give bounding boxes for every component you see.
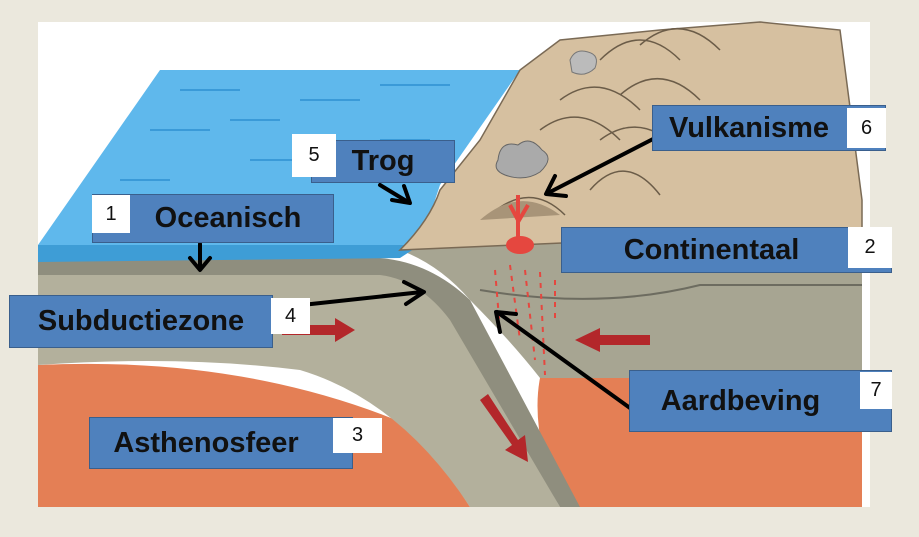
motion-arrows xyxy=(282,318,650,462)
magma-conduit xyxy=(508,195,530,240)
label-vulkanisme-text: Vulkanisme xyxy=(668,111,830,144)
label-asthenosfeer: Asthenosfeer xyxy=(89,417,353,469)
number-trog: 5 xyxy=(292,134,336,177)
magma-chamber xyxy=(506,236,534,254)
number-oceanisch: 1 xyxy=(92,195,130,233)
ash-cloud-icon xyxy=(495,140,549,179)
pointer-arrows xyxy=(188,136,657,410)
number-aardbeving: 7 xyxy=(860,372,892,409)
number-continentaal: 2 xyxy=(848,227,892,268)
number-asthenosfeer: 3 xyxy=(333,418,382,453)
label-subductiezone: Subductiezone xyxy=(9,295,273,348)
label-subductiezone-text: Subductiezone xyxy=(37,305,245,337)
label-oceanisch: Oceanisch xyxy=(92,194,334,243)
label-asthenosfeer-text: Asthenosfeer xyxy=(113,426,299,459)
label-aardbeving-text: Aardbeving xyxy=(660,384,821,417)
label-aardbeving: Aardbeving xyxy=(629,370,892,432)
label-continentaal-text: Continentaal xyxy=(623,233,800,266)
label-trog-text: Trog xyxy=(351,145,415,177)
label-continentaal: Continentaal xyxy=(561,227,892,273)
label-oceanisch-text: Oceanisch xyxy=(154,202,302,234)
number-subductiezone: 4 xyxy=(271,298,310,334)
number-vulkanisme: 6 xyxy=(847,108,886,148)
